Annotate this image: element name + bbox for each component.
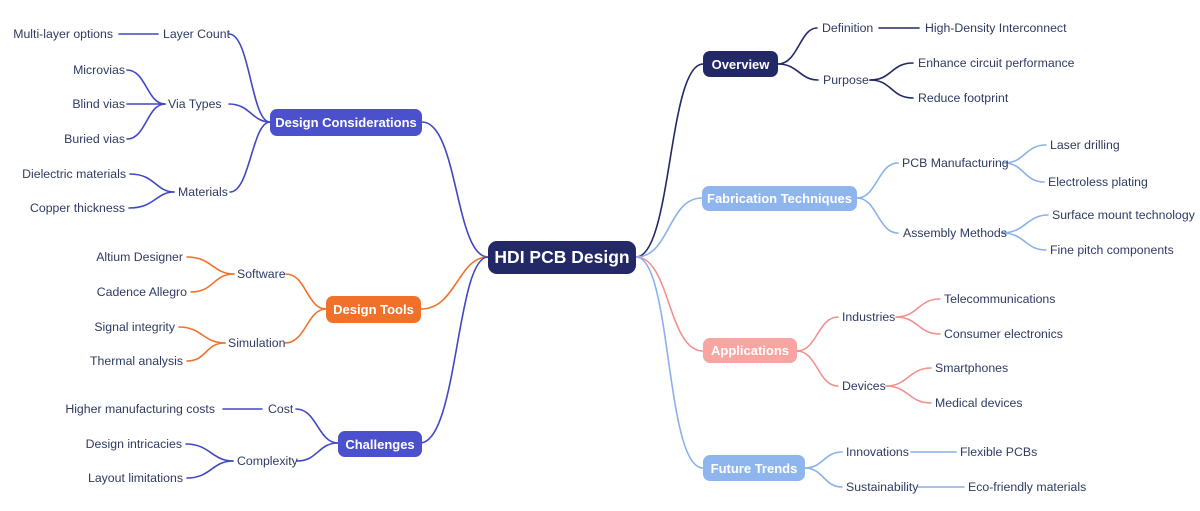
leaf-altium-designer[interactable]: Altium Designer [96,250,183,264]
connector-purpose-reduce [869,79,914,99]
connector-industries-telecom [895,298,941,318]
node-devices[interactable]: Devices [842,379,886,393]
leaf-copper-thickness[interactable]: Copper thickness [29,201,125,215]
leaf-electroless-plating[interactable]: Electroless plating [1048,175,1148,189]
connector-viatypes-microvias [126,69,166,105]
leaf-cadence-allegro[interactable]: Cadence Allegro [96,285,187,299]
connector-industries-consumer [895,316,941,335]
connector-root-future [635,256,704,469]
connector-root-challenges [419,256,489,444]
connector-pcbmfg-electroless [1003,162,1045,183]
leaf-consumer-electronics[interactable]: Consumer electronics [944,327,1063,341]
node-design-considerations[interactable]: Design Considerations [270,109,422,136]
connector-overview-definition [777,27,818,65]
leaf-signal-integrity[interactable]: Signal integrity [94,320,175,334]
leaf-smartphones[interactable]: Smartphones [935,361,1009,375]
connector-viatypes-buried [126,103,166,140]
node-innovations[interactable]: Innovations [846,445,909,459]
connector-software-altium [186,256,235,275]
connector-root-tools [420,256,489,310]
node-sustainability[interactable]: Sustainability [846,480,919,494]
connector-software-cadence [190,273,235,293]
connector-dc-layercount [228,33,271,123]
node-purpose[interactable]: Purpose [823,73,869,87]
node-future-trends[interactable]: Future Trends [703,455,805,481]
connector-future-sustainability [804,467,843,488]
node-definition[interactable]: Definition [822,21,874,35]
connector-root-applications [635,256,704,352]
node-industries[interactable]: Industries [842,310,896,324]
connector-materials-copper [128,191,175,209]
node-materials[interactable]: Materials [178,185,228,199]
connector-purpose-enhance [869,62,914,81]
leaf-thermal-analysis[interactable]: Thermal analysis [90,354,183,368]
connector-apps-industries [796,316,839,352]
connector-complexity-layout [186,460,234,479]
connector-future-innovations [804,451,843,469]
connector-simulation-signal [178,326,226,344]
connector-fab-assembly [856,197,899,234]
leaf-layout-limitations[interactable]: Layout limitations [87,471,183,485]
connector-complexity-intricacies [185,443,234,462]
connector-simulation-thermal [186,342,226,362]
connector-root-considerations [421,121,489,258]
node-challenges[interactable]: Challenges [338,431,422,457]
connector-dc-materials [229,121,271,193]
leaf-microvias[interactable]: Microvias [73,63,125,77]
connector-assembly-finepitch [1001,232,1047,251]
node-cost[interactable]: Cost [268,402,294,416]
connector-tools-simulation [284,308,327,344]
leaf-telecommunications[interactable]: Telecommunications [944,292,1056,306]
node-complexity[interactable]: Complexity [237,454,298,468]
node-root[interactable]: HDI PCB Design [488,241,636,274]
connector-devices-medical [885,385,932,404]
connector-pcbmfg-laser [1003,144,1047,164]
node-applications[interactable]: Applications [703,338,797,363]
node-design-tools[interactable]: Design Tools [326,296,421,323]
leaf-surface-mount-technology[interactable]: Surface mount technology [1052,208,1195,222]
connector-root-fabrication [635,197,703,258]
node-via-types[interactable]: Via Types [168,97,222,111]
leaf-dielectric-materials[interactable]: Dielectric materials [22,167,126,181]
leaf-fine-pitch-components[interactable]: Fine pitch components [1050,243,1174,257]
node-layer-count[interactable]: Layer Count [163,27,230,41]
node-software[interactable]: Software [237,267,286,281]
leaf-reduce-footprint[interactable]: Reduce footprint [918,91,1009,105]
connector-apps-devices [796,350,839,387]
node-fabrication-techniques[interactable]: Fabrication Techniques [702,186,857,211]
connector-tools-software [285,273,327,310]
leaf-buried-vias[interactable]: Buried vias [64,132,125,146]
leaf-medical-devices[interactable]: Medical devices [935,396,1023,410]
node-pcb-manufacturing[interactable]: PCB Manufacturing [902,156,1009,170]
leaf-multi-layer-options[interactable]: Multi-layer options [13,27,113,41]
leaf-flexible-pcbs[interactable]: Flexible PCBs [960,445,1038,459]
node-assembly-methods[interactable]: Assembly Methods [903,226,1007,240]
leaf-higher-manufacturing-costs[interactable]: Higher manufacturing costs [65,402,215,416]
connector-materials-dielectric [129,173,175,193]
connector-root-overview [635,63,704,258]
leaf-design-intricacies[interactable]: Design intricacies [85,437,182,451]
connector-dc-viatypes [228,103,271,123]
leaf-blind-vias[interactable]: Blind vias [72,97,125,111]
connector-overview-purpose [777,63,819,81]
node-simulation[interactable]: Simulation [228,336,286,350]
leaf-high-density-interconnect[interactable]: High-Density Interconnect [925,21,1067,35]
leaf-eco-friendly-materials[interactable]: Eco-friendly materials [968,480,1087,494]
leaf-enhance-circuit-performance[interactable]: Enhance circuit performance [918,56,1075,70]
connector-devices-smartphones [885,367,932,387]
leaf-laser-drilling[interactable]: Laser drilling [1050,138,1120,152]
connector-challenges-cost [295,408,339,444]
connector-challenges-complexity [296,442,339,462]
connector-fab-pcbmfg [856,162,899,199]
node-overview[interactable]: Overview [703,51,778,77]
connector-assembly-smt [1001,214,1049,234]
